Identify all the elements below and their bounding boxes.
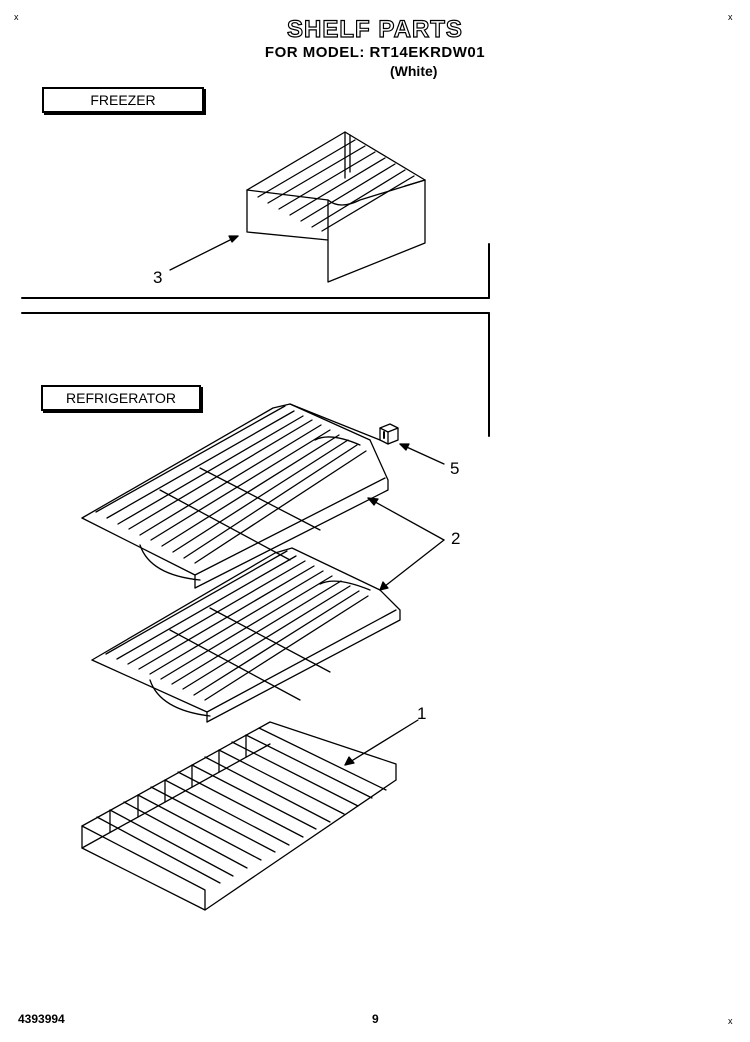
corner-mark-top-left: x	[14, 12, 19, 22]
model-line: FOR MODEL: RT14EKRDW01	[264, 44, 486, 61]
corner-mark-bottom-right: x	[728, 1016, 733, 1026]
callout-5: 5	[450, 459, 460, 478]
refrigerator-shelf-lower-part	[91, 547, 401, 723]
refrigerator-section-label: REFRIGERATOR	[41, 385, 201, 411]
callout-1: 1	[417, 704, 427, 723]
shelf-clip-part	[379, 423, 399, 445]
leader-arrow-3	[169, 235, 239, 271]
model-variant: (White)	[390, 63, 438, 79]
leader-arrow-2-upper	[367, 497, 445, 541]
section-divider-refrigerator	[21, 312, 490, 437]
section-divider-freezer	[21, 243, 490, 299]
page-number: 9	[372, 1012, 379, 1026]
freezer-section-label: FREEZER	[42, 87, 204, 113]
wire-rack-part	[81, 721, 397, 911]
leader-arrow-5	[399, 443, 445, 465]
callout-2: 2	[451, 529, 461, 548]
refrigerator-shelf-upper-part	[81, 403, 389, 589]
corner-mark-top-right: x	[728, 12, 733, 22]
leader-arrow-2-lower	[379, 539, 445, 591]
freezer-shelf-part	[246, 131, 426, 283]
page-title: SHELF PARTS	[286, 15, 463, 43]
document-number: 4393994	[18, 1012, 65, 1026]
leader-arrow-1	[344, 719, 419, 766]
callout-3: 3	[153, 268, 163, 287]
